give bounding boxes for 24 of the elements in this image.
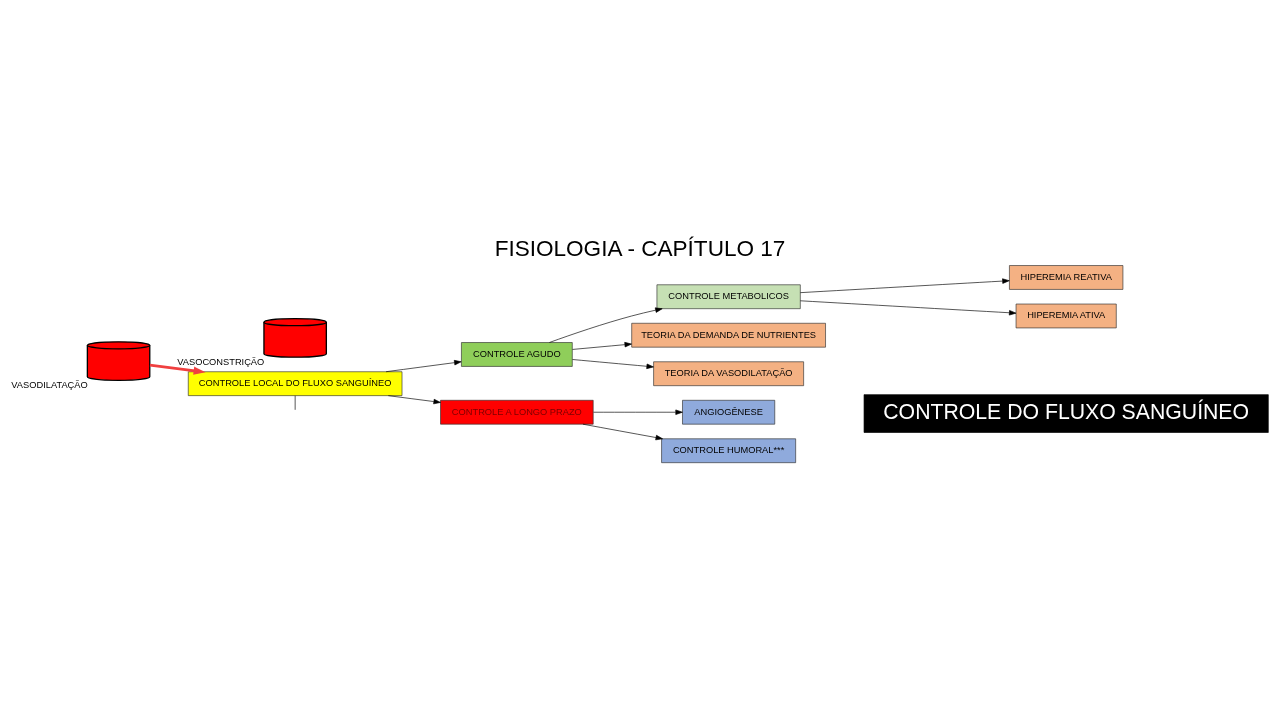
node-box: HIPEREMIA ATIVA: [1015, 303, 1117, 328]
arrow: [800, 277, 1010, 293]
node-label: VASOCONSTRIÇÃO: [177, 356, 265, 367]
diagram-title: FISIOLOGIA - CAPÍTULO 17: [494, 235, 786, 261]
node-box: CONTROLE HUMORAL***: [661, 437, 796, 463]
node-box: HIPEREMIA REATIVA: [1009, 264, 1124, 290]
arrow: [388, 394, 441, 404]
node-box: CONTROLE A LONGO PRAZO: [440, 399, 594, 424]
node-box: CONTROLE AGUDO: [461, 341, 573, 367]
arrow: [149, 363, 206, 375]
node-box: CONTROLE METABOLICOS: [656, 283, 801, 309]
node-box: TEORIA DA DEMANDA DE NUTRIENTES: [631, 322, 826, 347]
node-label: VASODILATAÇÃO: [11, 379, 88, 390]
arrow: [800, 299, 1017, 315]
node-box: CONTROLE LOCAL DO FLUXO SANGUÍNEO: [187, 370, 403, 396]
arrow: [572, 358, 654, 369]
arrow: [549, 307, 663, 343]
arrow: [593, 409, 683, 415]
node-box: TEORIA DA VASODILATAÇÃO: [653, 360, 804, 386]
node-box: ANGIOGÊNESE: [682, 399, 776, 424]
arrow: [572, 341, 632, 350]
caption: CONTROLE DO FLUXO SANGUÍNEO: [883, 399, 1250, 424]
arrow: [582, 423, 663, 440]
arrow: [385, 359, 462, 372]
